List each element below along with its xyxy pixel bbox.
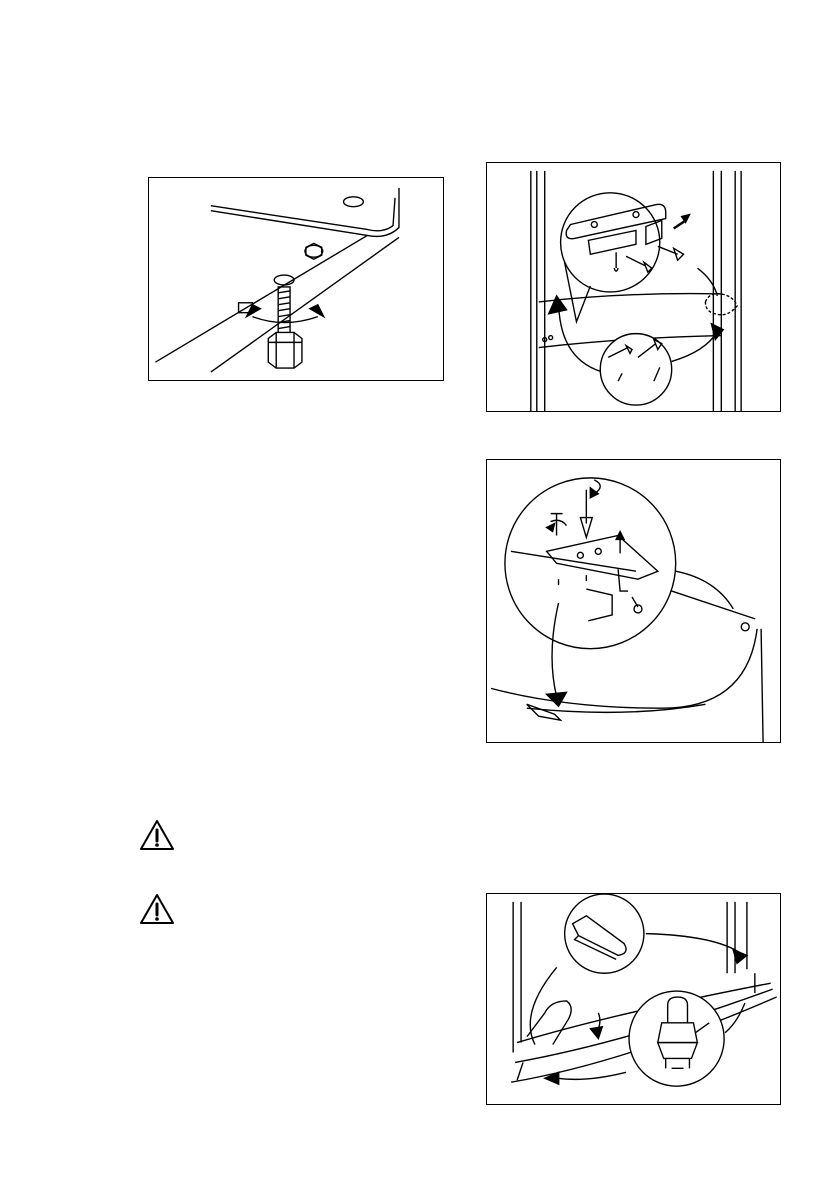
leveling-foot-drawing (149, 178, 443, 380)
warning-triangle-icon (138, 818, 176, 852)
warning-triangle-icon (138, 892, 176, 926)
upper-hinge-drawing (487, 163, 780, 411)
upper-hinge-figure (486, 162, 781, 412)
lower-hinge-drawing (487, 894, 780, 1104)
lower-hinge-figure (486, 893, 781, 1105)
middle-hinge-figure (486, 459, 781, 743)
middle-hinge-drawing (487, 460, 780, 742)
leveling-foot-figure (148, 177, 444, 381)
